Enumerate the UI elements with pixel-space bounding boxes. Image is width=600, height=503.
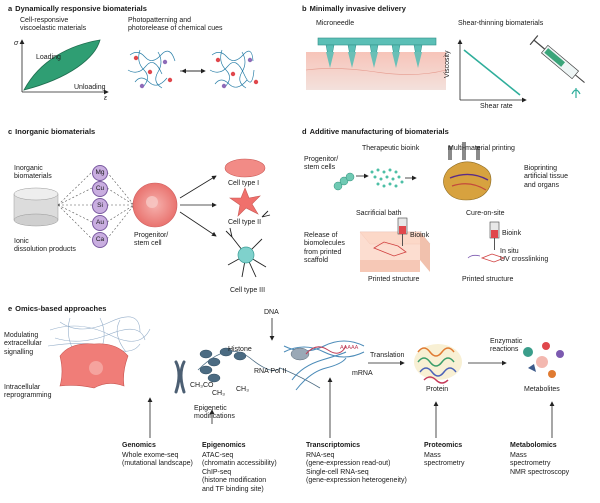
printed-structure-left-label: Printed structure (368, 276, 420, 283)
bioink-right-label: Bioink (502, 230, 522, 237)
photopatterning-label: Photopatterning and photorelease of chem… (128, 17, 223, 33)
epigenomics-text: ATAC-seq (chromatin accessibility) ChIP-… (202, 452, 277, 493)
loading-label: Loading (36, 54, 61, 61)
rna-pol-ii (290, 347, 310, 361)
progenitor-stem-cell-label: Progenitor/ stem cell (134, 232, 169, 248)
ion-au: Au (92, 215, 108, 231)
printed-structure-right-label: Printed structure (462, 276, 514, 283)
panel-b-graphics (305, 35, 585, 103)
epigenomics-title: Epigenomics (202, 442, 246, 449)
viscosity-label: Viscosity (444, 50, 451, 79)
metabolite-dots (523, 342, 564, 378)
proteomics-text: Mass spectrometry (424, 452, 465, 468)
modulating-signalling-label: Modulating extracellular signalling (4, 332, 42, 356)
hydrogel-network-right (209, 49, 255, 89)
release-biomolecules-label: Release of biomolecules from printed sca… (304, 232, 345, 265)
panel-a-graphics (19, 39, 259, 95)
cell-type-1-label: Cell type I (228, 180, 260, 187)
shear-thinning-label: Shear-thinning biomaterials (458, 20, 544, 27)
hydrogel-network-left (127, 49, 176, 89)
methyl-label: CH₃ (236, 386, 249, 393)
metabolomics-text: Mass spectrometry NMR spectroscopy (510, 452, 570, 476)
hydrogel-dots-left (133, 55, 173, 89)
ecm-fibers (47, 316, 151, 359)
stem-cell-chain (333, 172, 355, 191)
polya-label: AAAAA (340, 345, 359, 351)
nucleosome-coil (199, 347, 247, 383)
translation-label: Translation (370, 352, 405, 359)
ion-si: Si (92, 198, 108, 214)
ion-mg: Mg (92, 165, 108, 181)
chromosome-icon (174, 360, 186, 394)
epsilon-axis-label: ε (104, 95, 108, 102)
bioprinting-label: Bioprinting artificial tissue and organs (524, 165, 568, 189)
genomics-text: Whole exome-seq (mutational landscape) (122, 452, 193, 468)
mrna-label: mRNA (352, 370, 373, 377)
transcriptomics-text: RNA-seq (gene-expression read-out) Singl… (306, 452, 407, 485)
therapeutic-bioink-label: Therapeutic bioink (362, 145, 420, 152)
enzymatic-reactions-label: Enzymatic reactions (490, 338, 523, 354)
hysteresis-loop (23, 39, 101, 91)
microneedle-label: Microneedle (316, 20, 355, 27)
cell-type-1 (224, 158, 266, 178)
ionic-products-label: Ionic dissolution products (14, 238, 76, 254)
syringe-icon (529, 35, 585, 83)
mrna-strand (305, 345, 347, 355)
histone-label: Histone (228, 346, 252, 353)
sigma-axis-label: σ (14, 40, 19, 47)
cell-type-2-label: Cell type II (228, 219, 262, 226)
panel-d-graphics (333, 142, 506, 272)
bioink-nozzle-left (397, 217, 408, 246)
cure-on-site-label: Cure-on-site (466, 210, 505, 217)
cell-type-2 (229, 187, 261, 217)
inorganic-scaffold (13, 187, 59, 227)
bioink-dots (370, 168, 404, 188)
print-nozzles (448, 142, 480, 160)
viscosity-curve (463, 49, 521, 96)
ion-cu: Cu (92, 181, 108, 197)
transcriptomics-title: Transcriptomics (306, 442, 361, 449)
ion-ca: Ca (92, 232, 108, 248)
unloading-label: Unloading (74, 84, 106, 91)
dna-label: DNA (264, 309, 279, 316)
panel-c-graphics (13, 158, 271, 278)
cell-type-3 (225, 210, 271, 278)
metabolites-label: Metabolites (524, 386, 560, 393)
shear-rate-label: Shear rate (480, 103, 513, 110)
sacrificial-bath-label: Sacrificial bath (356, 210, 402, 217)
protein-structure (414, 344, 462, 384)
bioprinted-organ (443, 161, 492, 201)
panel-e-graphics (47, 316, 564, 438)
hydrogel-dots-right (215, 57, 259, 89)
genomics-title: Genomics (122, 442, 156, 449)
cell-type-3-label: Cell type III (230, 287, 266, 294)
rna-pol-label: RNA Pol II (254, 368, 287, 375)
bioink-left-label: Bioink (410, 232, 430, 239)
bioink-nozzle-right (467, 221, 506, 263)
microneedle-patch (317, 37, 437, 46)
epigenetic-modifications-label: Epigenetic modifications (194, 405, 235, 421)
viscoelastic-label: Cell-responsive viscoelastic materials (20, 17, 87, 33)
metabolomics-title: Metabolomics (510, 442, 557, 449)
sacrificial-bath (359, 231, 431, 272)
progenitor-stem-cells-label: Progenitor/ stem cells (304, 156, 339, 172)
inorganic-biomaterials-label: Inorganic biomaterials (14, 165, 52, 181)
multi-material-label: Multi-material printing (448, 145, 515, 152)
in-situ-uv-label: In situ UV crosslinking (500, 248, 549, 264)
protein-label: Protein (426, 386, 449, 393)
intracellular-reprogramming-label: Intracellular reprogramming (4, 384, 52, 400)
proteomics-title: Proteomics (424, 442, 463, 449)
